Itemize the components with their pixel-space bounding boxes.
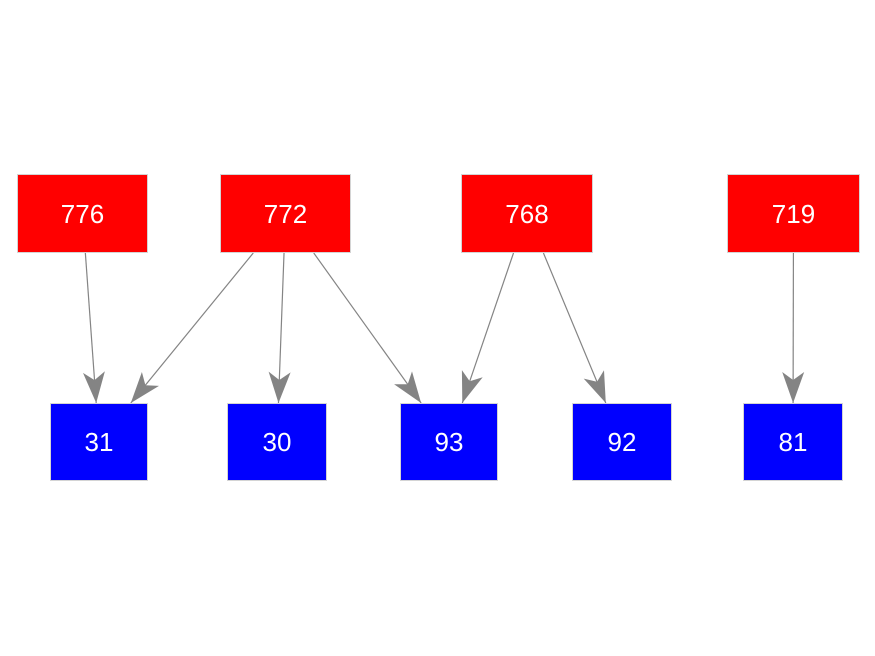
node-label: 772	[263, 198, 308, 229]
node-label: 719	[771, 198, 816, 229]
edge-776-31	[84, 252, 97, 404]
node-31[interactable]: 31	[50, 403, 148, 481]
node-719[interactable]: 719	[727, 174, 860, 253]
node-93[interactable]: 93	[400, 403, 498, 481]
arrowhead-772-31	[130, 372, 159, 403]
edge-772-31	[130, 252, 254, 404]
edge-768-93	[461, 252, 515, 404]
node-30[interactable]: 30	[227, 403, 327, 481]
arrowhead-772-93	[394, 371, 422, 403]
node-label: 81	[778, 427, 808, 457]
node-768[interactable]: 768	[461, 174, 593, 253]
node-92[interactable]: 92	[572, 403, 672, 481]
node-81[interactable]: 81	[743, 403, 843, 481]
edge-772-93	[313, 252, 422, 404]
arrowhead-768-93	[461, 370, 483, 403]
edge-768-92	[542, 252, 607, 404]
node-776[interactable]: 776	[17, 174, 148, 253]
arrowhead-768-92	[583, 370, 606, 403]
node-label: 776	[60, 198, 105, 229]
node-label: 92	[607, 427, 637, 457]
node-772[interactable]: 772	[220, 174, 351, 253]
edge-772-30	[277, 252, 285, 404]
arrowhead-719-81	[782, 372, 805, 403]
node-label: 30	[262, 427, 292, 457]
node-label: 768	[505, 198, 549, 229]
arrowhead-776-31	[83, 371, 105, 403]
arrowhead-772-30	[268, 371, 291, 403]
node-label: 31	[84, 427, 114, 457]
node-label: 93	[434, 427, 464, 457]
